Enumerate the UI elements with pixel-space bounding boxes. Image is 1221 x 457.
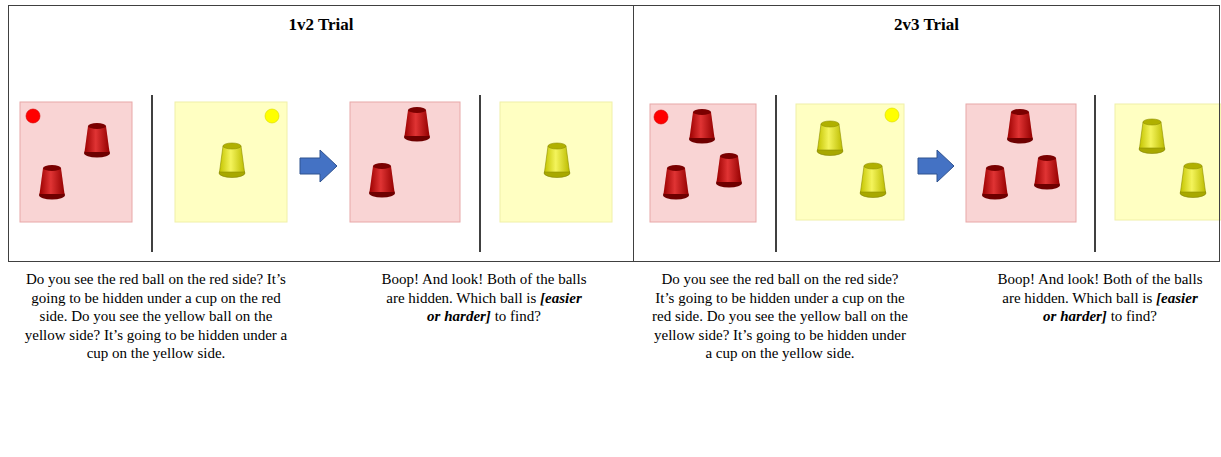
yellow-side-panel: [1115, 104, 1221, 220]
instruction-caption: Boop! And look! Both of the balls are hi…: [378, 270, 590, 326]
caption-text: Do you see the red ball on the red side?…: [652, 271, 908, 361]
red-ball: [654, 110, 668, 124]
red-side-panel: [650, 104, 756, 222]
step-arrow: [300, 150, 337, 182]
yellow-ball: [265, 109, 279, 123]
red-side-panel: [20, 102, 132, 222]
divider-line: [151, 95, 153, 252]
red-ball: [26, 109, 40, 123]
yellow-cup: [1139, 119, 1165, 154]
red-cup: [716, 153, 742, 188]
divider-line: [479, 95, 481, 252]
step-arrow: [918, 150, 954, 182]
trial-title: 2v3 Trial: [634, 15, 1219, 35]
yellow-side-panel: [500, 102, 612, 222]
red-cup: [369, 163, 395, 198]
instruction-caption: Do you see the red ball on the red side?…: [652, 270, 908, 363]
caption-text: Do you see the red ball on the red side?…: [25, 271, 287, 361]
red-cup: [404, 107, 430, 142]
red-cup: [1034, 155, 1060, 190]
yellow-cup: [544, 143, 570, 178]
yellow-cup: [1180, 163, 1206, 198]
instruction-caption: Do you see the red ball on the red side?…: [20, 270, 292, 363]
red-cup: [1007, 109, 1033, 144]
yellow-ball: [885, 108, 899, 122]
red-cup: [663, 165, 689, 200]
yellow-side-panel: [796, 104, 904, 220]
divider-line: [1094, 95, 1096, 252]
red-cup: [982, 165, 1008, 200]
red-side-panel: [966, 104, 1076, 222]
trial-frame: 2v3 Trial: [634, 5, 1220, 262]
trial-title: 1v2 Trial: [9, 15, 633, 35]
caption-text: to find?: [495, 308, 541, 324]
yellow-cup: [817, 121, 843, 156]
red-cup: [689, 109, 715, 144]
red-cup: [39, 165, 65, 200]
red-side-panel: [350, 102, 460, 222]
instruction-caption: Boop! And look! Both of the balls are hi…: [994, 270, 1206, 326]
trial-frame: 1v2 Trial: [8, 5, 634, 262]
red-cup: [84, 123, 110, 158]
yellow-cup: [219, 143, 245, 178]
yellow-cup: [860, 163, 886, 198]
caption-text: to find?: [1111, 308, 1157, 324]
divider-line: [775, 95, 777, 252]
yellow-side-panel: [175, 102, 287, 222]
